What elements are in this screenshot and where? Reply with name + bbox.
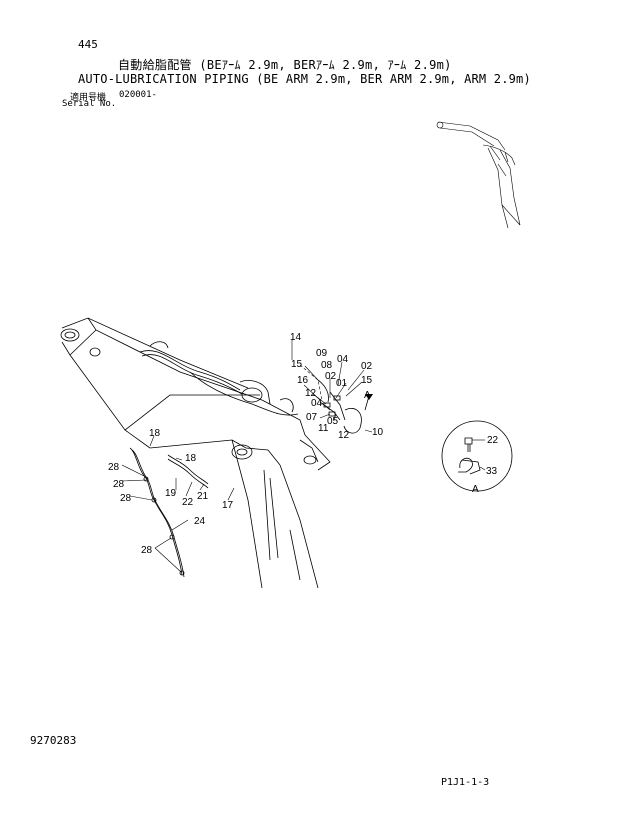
part-label-02: 02 xyxy=(361,361,373,372)
part-label-11: 11 xyxy=(318,423,329,434)
view-label-a: A xyxy=(364,390,371,401)
part-label-02: 02 xyxy=(325,371,337,382)
serial-label-japanese: 適用号機 xyxy=(70,93,107,103)
part-label-12: 12 xyxy=(305,388,317,399)
part-label-group: 14 09 15 08 04 02 02 16 01 15 12 A 04 07… xyxy=(108,332,384,556)
part-label-18: 18 xyxy=(149,428,161,439)
part-label-18: 18 xyxy=(185,453,197,464)
document-number: 9270283 xyxy=(30,734,77,747)
part-label-28: 28 xyxy=(141,545,153,556)
part-label-15: 15 xyxy=(291,359,303,370)
part-label-08: 08 xyxy=(321,360,333,371)
part-label-04: 04 xyxy=(311,398,323,409)
part-label-28: 28 xyxy=(120,493,132,504)
part-label-01: 01 xyxy=(336,378,348,389)
serial-number-value: 020001- xyxy=(119,90,157,100)
part-label-22: 22 xyxy=(182,497,194,508)
part-label-19: 19 xyxy=(165,488,177,499)
part-label-07: 07 xyxy=(306,412,318,423)
part-label-14: 14 xyxy=(290,332,302,343)
boom-assembly xyxy=(60,317,331,589)
page-number: 445 xyxy=(78,38,98,51)
part-label-15: 15 xyxy=(361,375,373,386)
detail-view-a: 22 33 A xyxy=(441,420,513,495)
part-label-04: 04 xyxy=(337,354,349,365)
leader-lines xyxy=(121,340,373,573)
left-piping xyxy=(129,447,209,578)
part-label-28: 28 xyxy=(113,479,125,490)
part-label-05: 05 xyxy=(327,416,339,427)
part-label-09: 09 xyxy=(316,348,328,359)
part-label-28: 28 xyxy=(108,462,120,473)
title-japanese: 自動給脂配管 (BEｱｰﾑ 2.9m, BERｱｰﾑ 2.9m, ｱｰﾑ 2.9… xyxy=(118,58,452,72)
detail-part-label-33: 33 xyxy=(486,466,498,477)
serial-label-english: Serial No. xyxy=(62,99,117,109)
part-label-17: 17 xyxy=(222,500,234,511)
part-label-10: 10 xyxy=(372,427,384,438)
view-arrow-a xyxy=(364,394,373,411)
part-label-16: 16 xyxy=(297,375,309,386)
title-english: AUTO-LUBRICATION PIPING (BE ARM 2.9m, BE… xyxy=(78,72,531,86)
part-label-12: 12 xyxy=(338,430,350,441)
part-label-24: 24 xyxy=(194,516,206,527)
overview-sketch xyxy=(436,121,521,229)
lubrication-hoses xyxy=(139,341,362,434)
part-label-21: 21 xyxy=(197,491,209,502)
detail-part-label-22: 22 xyxy=(487,435,499,446)
detail-view-label-a: A xyxy=(472,484,479,495)
reference-code: P1J1-1-3 xyxy=(441,777,490,788)
